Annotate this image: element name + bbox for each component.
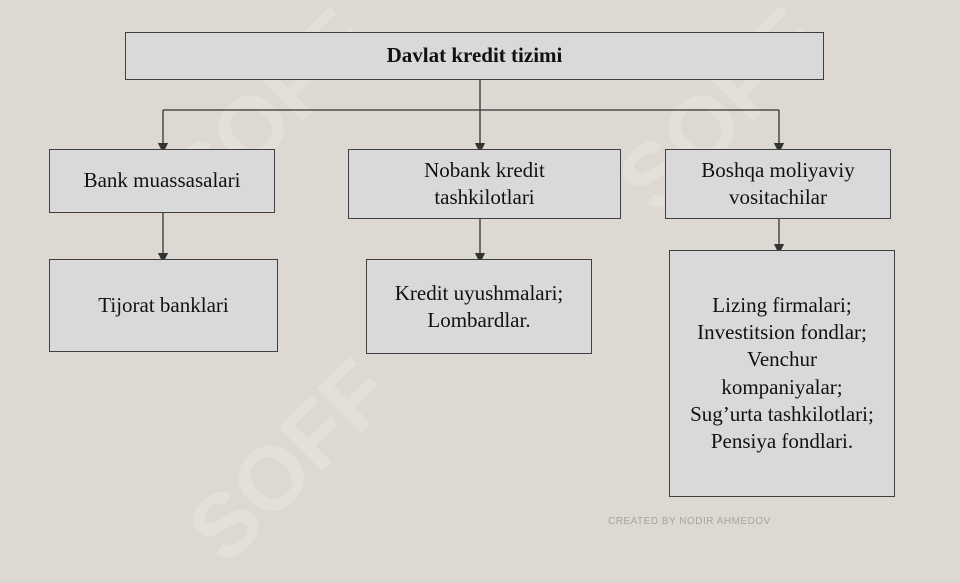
node-boshqa-vositachilar: Boshqa moliyaviy vositachilar <box>665 149 891 219</box>
node-nobank-kredit: Nobank kredit tashkilotlari <box>348 149 621 219</box>
connector-lines <box>157 80 785 264</box>
credit-text: CREATED BY NODIR AHMEDOV <box>608 516 771 527</box>
diagram-canvas: SOFF SOFF SOFF Davlat kredit tizimi Bank… <box>49 32 895 527</box>
node-lizing-firmalari: Lizing firmalari; Investitsion fondlar; … <box>669 250 895 497</box>
node-bank-muassasalari: Bank muassasalari <box>49 149 275 213</box>
node-tijorat-banklari: Tijorat banklari <box>49 259 278 352</box>
node-kredit-uyushmalari: Kredit uyushmalari; Lombardlar. <box>366 259 592 354</box>
root-node: Davlat kredit tizimi <box>125 32 824 80</box>
